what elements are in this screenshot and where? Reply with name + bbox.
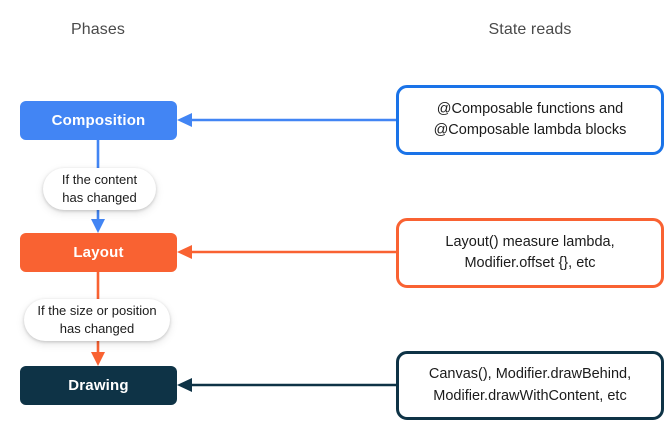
phase-label-composition: Composition (51, 112, 146, 129)
phase-box-drawing[interactable]: Drawing (20, 366, 177, 405)
phase-label-layout: Layout (73, 244, 124, 261)
column-header-phases: Phases (71, 21, 125, 38)
state-read-text-drawing: Canvas(), Modifier.drawBehind, Modifier.… (429, 364, 631, 406)
state-read-line-1: Layout() measure lambda, (445, 233, 615, 250)
phase-label-drawing: Drawing (68, 377, 129, 394)
condition-pill-text: If the size or position has changed (37, 302, 156, 338)
condition-pill-content-changed: If the content has changed (43, 168, 156, 210)
state-read-text-composition: @Composable functions and @Composable la… (434, 99, 627, 141)
state-read-text-layout: Layout() measure lambda, Modifier.offset… (445, 232, 614, 274)
state-read-line-1: @Composable functions and (436, 100, 624, 117)
state-read-line-2: Modifier.drawWithContent, etc (433, 387, 627, 404)
state-read-line-2: Modifier.offset {}, etc (464, 255, 596, 271)
condition-line-2: has changed (62, 190, 137, 205)
phase-box-composition[interactable]: Composition (20, 101, 177, 140)
state-read-box-drawing[interactable]: Canvas(), Modifier.drawBehind, Modifier.… (396, 351, 664, 420)
state-read-box-composition[interactable]: @Composable functions and @Composable la… (396, 85, 664, 155)
condition-pill-text: If the content has changed (62, 171, 137, 207)
column-header-state-reads: State reads (488, 21, 572, 38)
state-read-line-2: @Composable lambda blocks (433, 122, 627, 138)
condition-pill-size-changed: If the size or position has changed (24, 299, 170, 341)
phase-box-layout[interactable]: Layout (20, 233, 177, 272)
condition-line-1: If the size or position (37, 302, 157, 318)
condition-line-1: If the content (61, 171, 138, 187)
condition-line-2: has changed (59, 321, 135, 336)
state-read-box-layout[interactable]: Layout() measure lambda, Modifier.offset… (396, 218, 664, 288)
state-read-line-1: Canvas(), Modifier.drawBehind, (428, 366, 632, 383)
